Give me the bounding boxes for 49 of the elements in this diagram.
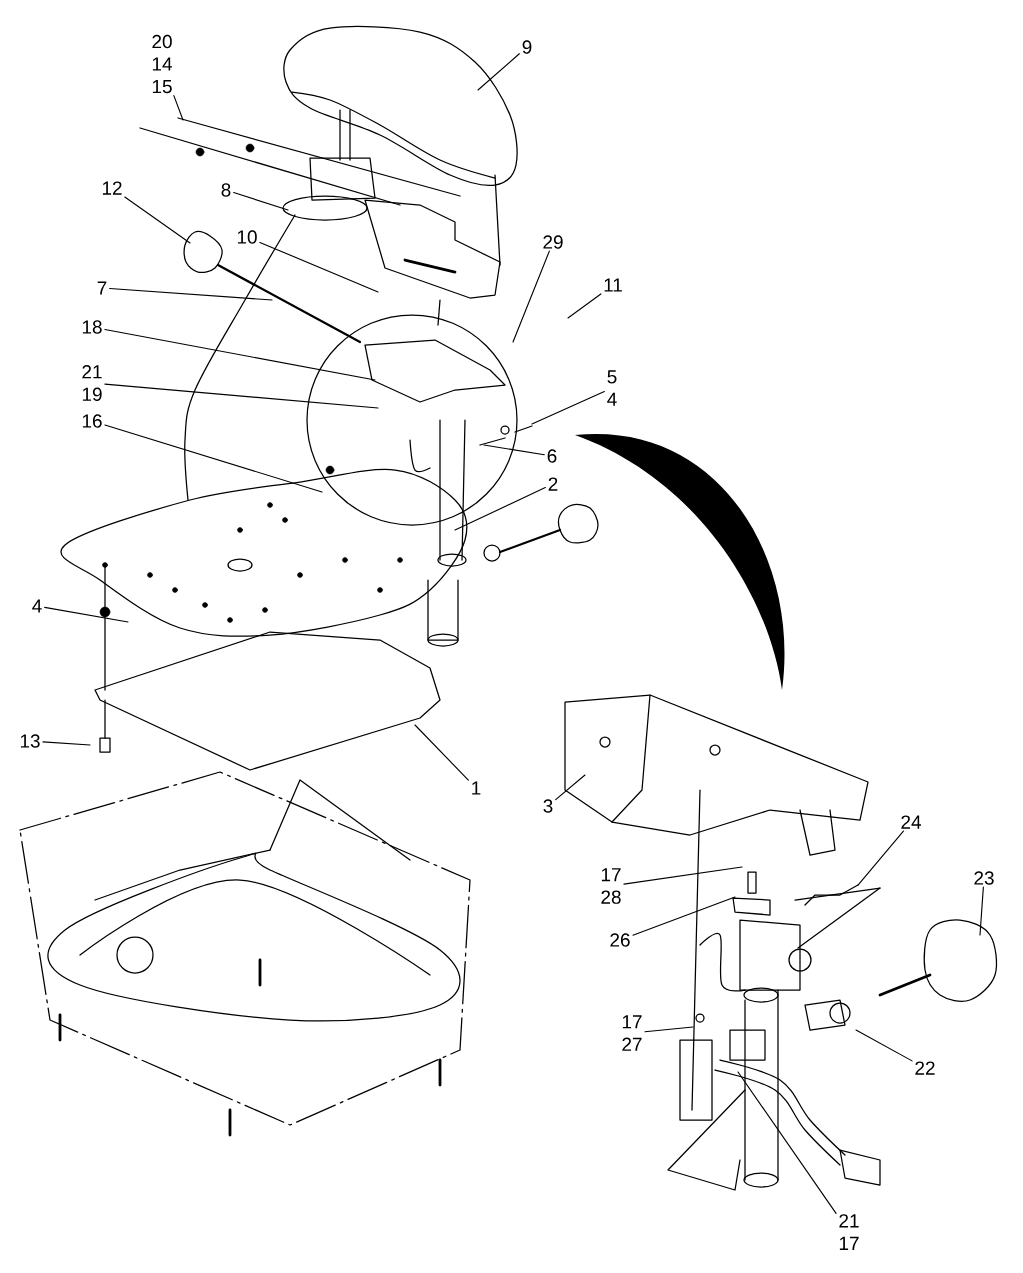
callout-number: 5 4 — [607, 370, 617, 406]
callout-number: 18 — [82, 320, 102, 334]
callout-number: 21 17 — [839, 1214, 859, 1250]
callout-number: 8 — [221, 183, 231, 197]
leader-line — [173, 95, 184, 121]
leader-line — [233, 191, 289, 211]
leader-line — [737, 1071, 837, 1214]
leader-line — [512, 250, 550, 343]
callout-number: 20 14 15 — [152, 34, 172, 94]
leader-line — [979, 886, 984, 936]
callout-number: 23 — [974, 871, 994, 885]
callout-number: 6 — [547, 449, 557, 463]
callout-number: 17 28 — [601, 868, 621, 904]
leader-line — [632, 896, 736, 936]
callout-number: 10 — [237, 230, 257, 244]
callout-number: 13 — [20, 734, 40, 748]
leader-line — [477, 53, 520, 91]
callout-number: 11 — [604, 278, 622, 292]
callout-number: 2 — [548, 477, 558, 491]
callout-number: 9 — [522, 40, 532, 54]
leader-line — [623, 866, 743, 885]
leader-line — [567, 293, 602, 319]
callout-number: 29 — [543, 235, 563, 249]
callout-number: 22 — [915, 1061, 935, 1075]
callout-number: 21 19 — [82, 365, 102, 401]
leader-line — [104, 424, 323, 493]
leader-line — [104, 328, 376, 381]
callout-number: 7 — [97, 281, 107, 295]
leader-line — [109, 288, 273, 301]
leader-line — [454, 487, 546, 531]
leader-line — [414, 724, 469, 781]
leader-line — [531, 390, 605, 425]
callout-number: 17 27 — [622, 1015, 642, 1051]
leader-line — [259, 241, 379, 293]
leader-line — [124, 196, 191, 244]
leader-line — [44, 606, 129, 623]
callout-number: 16 — [82, 414, 102, 428]
leader-line — [857, 830, 904, 886]
leader-line — [104, 383, 379, 409]
callout-number: 3 — [543, 799, 553, 813]
leader-line — [483, 444, 545, 456]
callout-number: 1 — [472, 781, 481, 795]
leader-line — [42, 741, 91, 746]
callout-number: 12 — [102, 181, 122, 195]
callout-number: 4 — [32, 599, 42, 613]
leader-line — [644, 1026, 694, 1033]
callout-number: 24 — [901, 815, 921, 829]
callout-number: 26 — [610, 933, 630, 947]
leader-line — [855, 1029, 913, 1062]
